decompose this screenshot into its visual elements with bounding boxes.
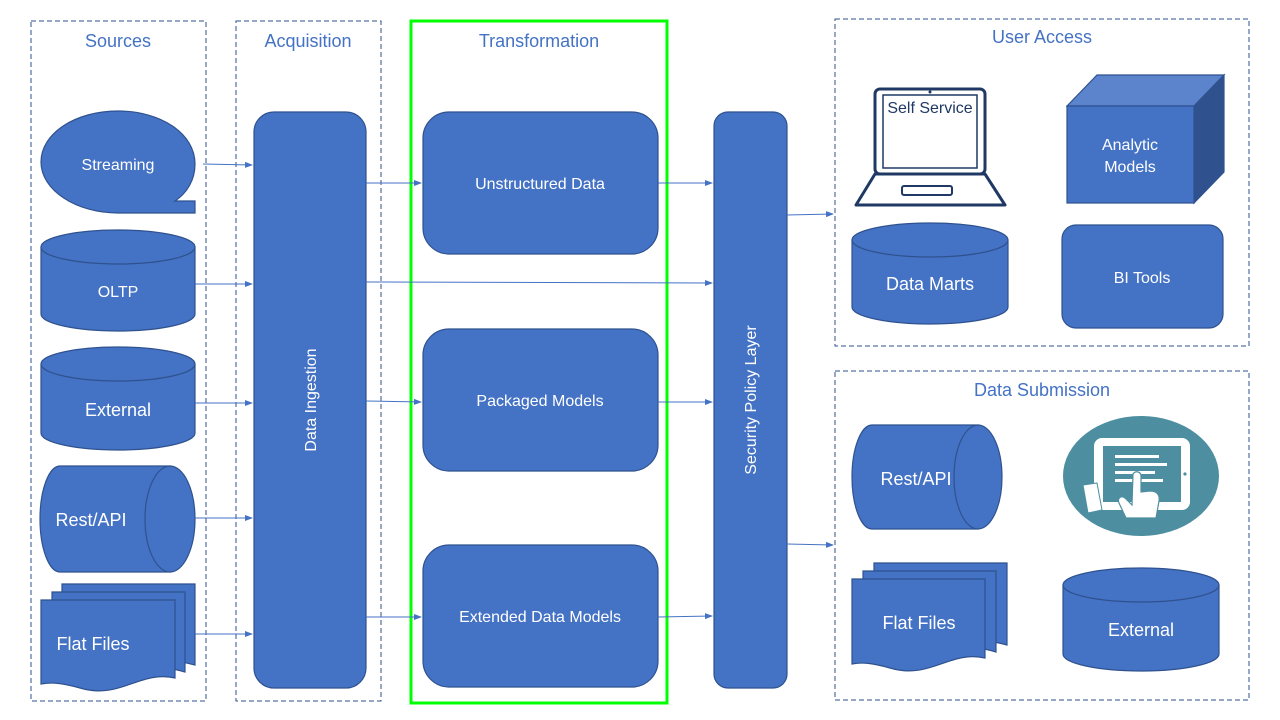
flat-files-source-label: Flat Files [56,634,129,654]
sources-section-box [30,20,207,702]
flat-files-submission: Flat Files [851,562,1008,672]
unstructured-data-box: Unstructured Data [422,111,659,255]
self-service-label: Self Service [887,100,972,117]
oltp-label: OLTP [98,284,139,301]
external-submission-cylinder: External [1062,567,1220,672]
data-marts-label: Data Marts [886,274,974,294]
packaged-models-label: Packaged Models [476,393,603,410]
oltp-source: OLTP [40,229,196,332]
acquisition-section-title: Acquisition [264,31,351,51]
arrow-security-to-user-access [786,211,834,218]
rest-api-source: Rest/API [39,465,196,573]
streaming-label: Streaming [82,157,155,174]
data-ingestion-bar: Data Ingestion [253,111,367,689]
flow-arrows [195,161,834,637]
external-source-label: External [85,400,151,420]
user-access-section-box [834,18,1250,347]
security-policy-layer-bar: Security Policy Layer [713,111,788,689]
security-policy-layer-label: Security Policy Layer [743,325,760,475]
tablet-touch-icon [1063,416,1219,536]
rest-api-source-label: Rest/API [55,510,126,530]
rest-api-submission: Rest/API [851,424,1003,530]
external-submission-label: External [1108,620,1174,640]
data-ingestion-label: Data Ingestion [303,348,320,451]
data-marts-cylinder: Data Marts [851,222,1009,325]
arrow-extended-to-security [657,613,713,620]
acquisition-section-box [235,20,382,702]
arrow-security-to-data-submission [786,541,834,548]
transformation-section-title: Transformation [479,31,599,51]
streaming-source: Streaming [40,110,196,214]
analytic-models-cube: Analytic Models [1065,73,1226,205]
arrow-streaming-to-ingestion [202,161,253,168]
transformation-section-box [409,19,669,705]
data-submission-section-title: Data Submission [974,380,1110,400]
analytic-models-label-line2: Models [1104,159,1156,176]
external-source: External [40,346,196,451]
self-service-laptop: Self Service [854,87,1007,207]
bi-tools-box: BI Tools [1061,224,1224,329]
rest-api-submission-label: Rest/API [880,469,951,489]
extended-data-models-box: Extended Data Models [422,544,659,688]
bi-tools-label: BI Tools [1114,270,1171,287]
arrow-ingestion-to-packaged [365,398,422,405]
sources-section-title: Sources [85,31,151,51]
extended-data-models-label: Extended Data Models [459,609,621,626]
packaged-models-box: Packaged Models [422,328,659,472]
flat-files-source: Flat Files [40,583,196,692]
unstructured-data-label: Unstructured Data [475,176,605,193]
arrow-ingestion-to-security-direct [365,279,713,286]
user-access-section-title: User Access [992,27,1092,47]
data-submission-section-box [834,370,1250,701]
analytic-models-label-line1: Analytic [1102,137,1158,154]
flat-files-submission-label: Flat Files [882,613,955,633]
